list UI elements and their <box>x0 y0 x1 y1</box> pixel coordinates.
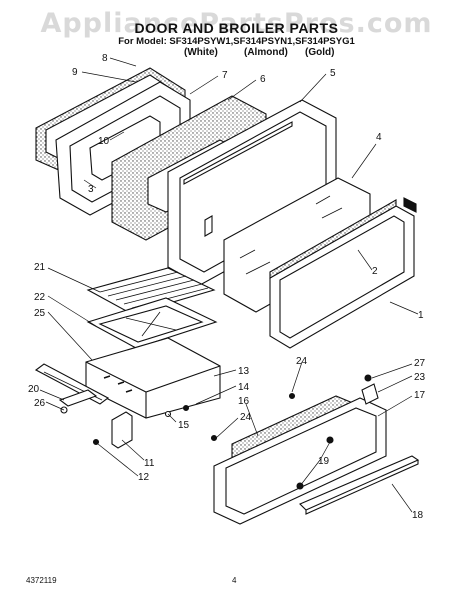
callout-8: 8 <box>102 53 108 64</box>
watermark: AppliancePartsPros.com <box>40 8 433 39</box>
document-number: 4372119 <box>26 576 57 585</box>
callout-10: 10 <box>98 136 110 147</box>
callout-7: 7 <box>222 70 228 81</box>
callout-11: 11 <box>144 458 155 469</box>
callout-numbers: 8 9 7 6 5 10 3 4 2 1 21 22 25 13 14 15 2… <box>28 53 426 521</box>
page-number: 4 <box>232 576 237 585</box>
callout-5: 5 <box>330 68 336 79</box>
callout-18: 18 <box>412 510 424 521</box>
callout-27: 27 <box>414 358 426 369</box>
broiler-pan-part <box>86 297 218 349</box>
callout-14: 14 <box>238 382 250 393</box>
model-line: For Model: SF314PSYW1,SF314PSYN1,SF314PS… <box>118 36 355 47</box>
kick-strip-part <box>299 455 420 515</box>
broiler-drawer-part <box>85 337 221 419</box>
callout-22: 22 <box>34 292 46 303</box>
callout-24b: 24 <box>240 412 252 423</box>
hinge-bracket-part <box>58 389 98 414</box>
callout-2: 2 <box>372 266 378 277</box>
callout-1: 1 <box>418 310 424 321</box>
callout-9: 9 <box>72 67 78 78</box>
callout-24: 24 <box>296 356 308 367</box>
diagram-title: DOOR AND BROILER PARTS <box>134 20 339 36</box>
callout-26: 26 <box>34 398 46 409</box>
retaining-clip-part <box>361 374 379 405</box>
screw-part <box>288 392 296 400</box>
outer-door-panel-part <box>167 99 337 286</box>
callout-12: 12 <box>138 472 150 483</box>
finish-almond: (Almond) <box>244 47 288 58</box>
callout-6: 6 <box>260 74 266 85</box>
callout-17: 17 <box>414 390 426 401</box>
screw-part <box>210 434 218 442</box>
callout-20: 20 <box>28 384 40 395</box>
door-frame-part <box>269 197 417 349</box>
callout-25: 25 <box>34 308 46 319</box>
callout-3: 3 <box>88 184 94 195</box>
callout-19: 19 <box>318 456 330 467</box>
callout-15: 15 <box>178 420 190 431</box>
callout-13: 13 <box>238 366 250 377</box>
broiler-grid-part <box>86 267 216 315</box>
callout-21: 21 <box>34 262 46 273</box>
callout-4: 4 <box>376 132 382 143</box>
side-bracket-part <box>92 411 133 449</box>
screw-part <box>326 436 334 444</box>
callout-23: 23 <box>414 372 426 383</box>
leader-lines <box>39 57 419 513</box>
finish-gold: (Gold) <box>305 47 335 58</box>
drawer-front-outer-part <box>213 397 387 525</box>
screw-part <box>182 404 190 412</box>
finish-white: (White) <box>184 47 218 58</box>
callout-16: 16 <box>238 396 250 407</box>
